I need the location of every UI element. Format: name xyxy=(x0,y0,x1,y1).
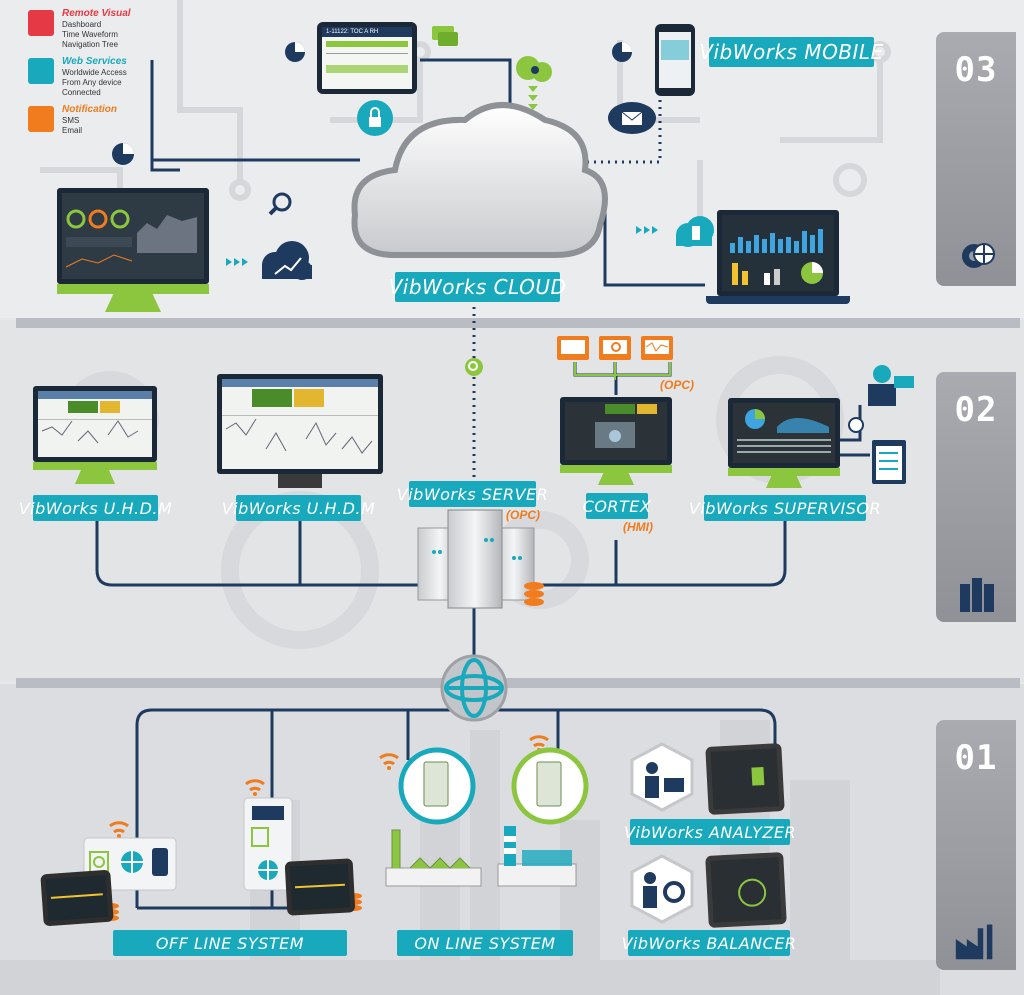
engineer-laptop-icon xyxy=(868,365,914,406)
legend-item: Time Waveform xyxy=(62,30,118,39)
monitor-base xyxy=(75,470,115,484)
monitor-stand xyxy=(57,284,209,294)
vibworks-cloud-label: VibWorks CLOUD xyxy=(389,272,566,302)
rugged-tablet-offline-1 xyxy=(40,869,114,927)
online-system-label: ON LINE SYSTEM xyxy=(397,930,573,956)
pie-chart-icon xyxy=(285,42,305,62)
cloud-chart-icon xyxy=(262,241,312,280)
cortex-screen xyxy=(595,404,657,448)
monitor-search-icon xyxy=(599,336,631,360)
tablet-device: 1-11122: TOC A RH xyxy=(317,22,417,94)
wifi-icon xyxy=(109,735,549,834)
legend-item: Email xyxy=(62,126,83,135)
email-bubble-icon xyxy=(608,102,656,134)
legend-web-services: Web Services Worldwide Access From Any d… xyxy=(28,56,228,100)
opc-server-annotation: (OPC) xyxy=(506,508,540,522)
uhdm-monitor-2 xyxy=(217,374,383,474)
uhdm-screen xyxy=(38,391,152,444)
legend-title: Remote Visual xyxy=(62,8,131,19)
laptop-base xyxy=(706,296,850,304)
legend-item: SMS xyxy=(62,116,80,125)
cortex-label: CORTEX xyxy=(583,493,651,519)
server-rack-icon xyxy=(960,578,994,612)
tier-2-tab: 02 xyxy=(936,372,1016,622)
vibworks-mobile-label: VibWorks MOBILE xyxy=(699,37,883,67)
legend-remote-visual: Remote Visual Dashboard Time Waveform Na… xyxy=(28,8,228,52)
tier-divider-bottom xyxy=(16,678,1020,688)
tier-3-tab: 03 xyxy=(936,32,1016,286)
factory-icon xyxy=(955,924,993,960)
uhdm-monitor-1 xyxy=(33,386,157,462)
dashboard-monitor xyxy=(57,188,209,284)
rugged-tablet-offline-2 xyxy=(284,858,356,916)
vibworks-balancer-label: VibWorks BALANCER xyxy=(621,930,796,956)
tier-number: 02 xyxy=(954,390,998,430)
monitor-base xyxy=(105,294,161,312)
monitor-base xyxy=(766,476,802,488)
mobile-phone xyxy=(655,24,695,96)
vibworks-server-label: VibWorks SERVER xyxy=(397,481,548,507)
rugged-tablet-balancer xyxy=(705,852,787,928)
monitor-stand xyxy=(560,465,672,473)
cortex-monitor xyxy=(560,397,672,465)
tablet-header: 1-11122: TOC A RH xyxy=(322,27,412,37)
uhdm-screen xyxy=(222,379,378,454)
legend-item: From Any device xyxy=(62,78,122,87)
monitor-base xyxy=(598,473,634,485)
monitor-stand xyxy=(33,462,157,470)
gear-globe-icon xyxy=(962,243,995,268)
analytics-laptop xyxy=(717,210,839,296)
supervisor-screen xyxy=(737,409,831,453)
notification-icon xyxy=(28,106,54,132)
legend-item: Dashboard xyxy=(62,20,102,29)
cloud-gear-icon xyxy=(516,56,552,110)
dashboard-screen xyxy=(65,209,197,268)
cloud-phone-icon xyxy=(676,216,714,247)
monitor-stand xyxy=(278,474,322,488)
pie-chart-icon xyxy=(112,143,134,165)
pie-chart-icon xyxy=(612,42,632,62)
hmi-annotation: (HMI) xyxy=(623,520,653,534)
web-services-icon xyxy=(28,58,54,84)
link-node-icon xyxy=(848,417,864,433)
legend-item: Worldwide Access xyxy=(62,68,127,77)
tier-number: 01 xyxy=(954,738,998,778)
tier-number: 03 xyxy=(954,50,998,90)
monitor-stand xyxy=(728,468,840,476)
legend-title: Web Services xyxy=(62,56,127,67)
laptop-screen xyxy=(730,229,823,285)
offline-system-label: OFF LINE SYSTEM xyxy=(113,930,347,956)
remote-visual-icon xyxy=(28,10,54,36)
checklist-icon xyxy=(872,440,906,484)
opc-cortex-annotation: (OPC) xyxy=(660,378,694,392)
vibworks-supervisor-label: VibWorks SUPERVISOR xyxy=(689,495,881,521)
rugged-tablet-analyzer xyxy=(705,743,785,815)
supervisor-monitor xyxy=(728,398,840,468)
uhdm-label-2: VibWorks U.H.D.M xyxy=(222,495,375,521)
legend-item: Connected xyxy=(62,88,101,97)
legend-notification: Notification SMS Email xyxy=(28,104,228,148)
lock-bubble-icon xyxy=(357,100,393,136)
magnifier-icon xyxy=(268,192,292,216)
search-node-icon xyxy=(465,358,483,376)
chat-bubble-icon xyxy=(432,26,458,46)
legend-item: Navigation Tree xyxy=(62,40,119,49)
tier-divider-top xyxy=(16,318,1020,328)
legend-title: Notification xyxy=(62,104,117,115)
uhdm-label-1: VibWorks U.H.D.M xyxy=(19,495,172,521)
monitor-waveform-icon xyxy=(641,336,673,360)
tier-1-tab: 01 xyxy=(936,720,1016,970)
vibworks-analyzer-label: VibWorks ANALYZER xyxy=(624,819,796,845)
monitor-alert-icon xyxy=(557,336,589,360)
